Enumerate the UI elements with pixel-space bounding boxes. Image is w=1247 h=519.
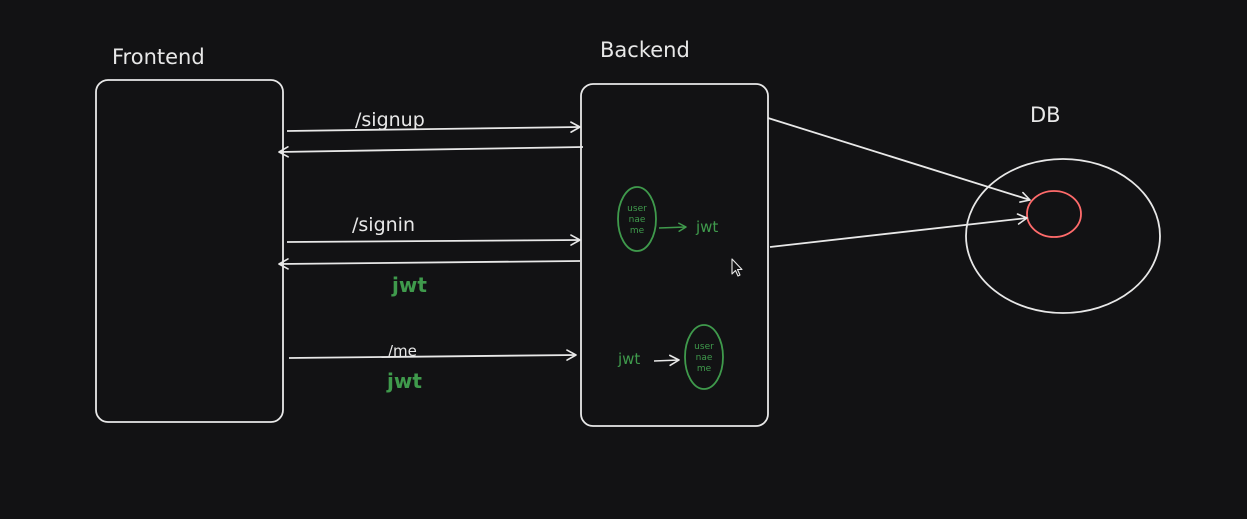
username-node-sign-line3: me [630,226,645,236]
backend-to-db-arrow-top [767,117,1031,203]
username-node-sign-line2: nae [629,215,646,225]
db-label: DB [1030,103,1061,127]
mouse-cursor-icon [731,258,743,277]
sign-output-jwt: jwt [695,218,718,236]
signup-request-arrow [286,121,581,133]
username-node-sign [617,186,657,252]
username-node-verify [684,324,724,390]
backend-box [580,83,769,427]
jwt-request-label: jwt [386,369,422,393]
frontend-label: Frontend [112,45,205,69]
jwt-response-label: jwt [391,273,427,297]
sign-flow-arrow [658,222,687,233]
username-node-sign-line1: user [627,204,647,214]
username-node-verify-line3: me [697,364,712,374]
signin-response-arrow [278,258,581,270]
db-ellipse [965,158,1161,314]
signup-response-arrow [278,146,584,158]
signup-route-label: /signup [355,109,425,131]
signin-request-arrow [286,234,581,246]
frontend-box [95,79,284,423]
username-node-verify-line1: user [694,342,714,352]
me-request-arrow [288,349,577,361]
verify-input-jwt: jwt [617,350,640,368]
username-node-verify-line2: nae [696,353,713,363]
db-record-node [1026,190,1082,238]
signin-route-label: /signin [352,214,415,236]
me-route-label: /me [388,342,417,360]
backend-label: Backend [600,38,690,62]
backend-to-db-arrow-bottom [769,213,1028,248]
verify-flow-arrow [653,354,680,367]
